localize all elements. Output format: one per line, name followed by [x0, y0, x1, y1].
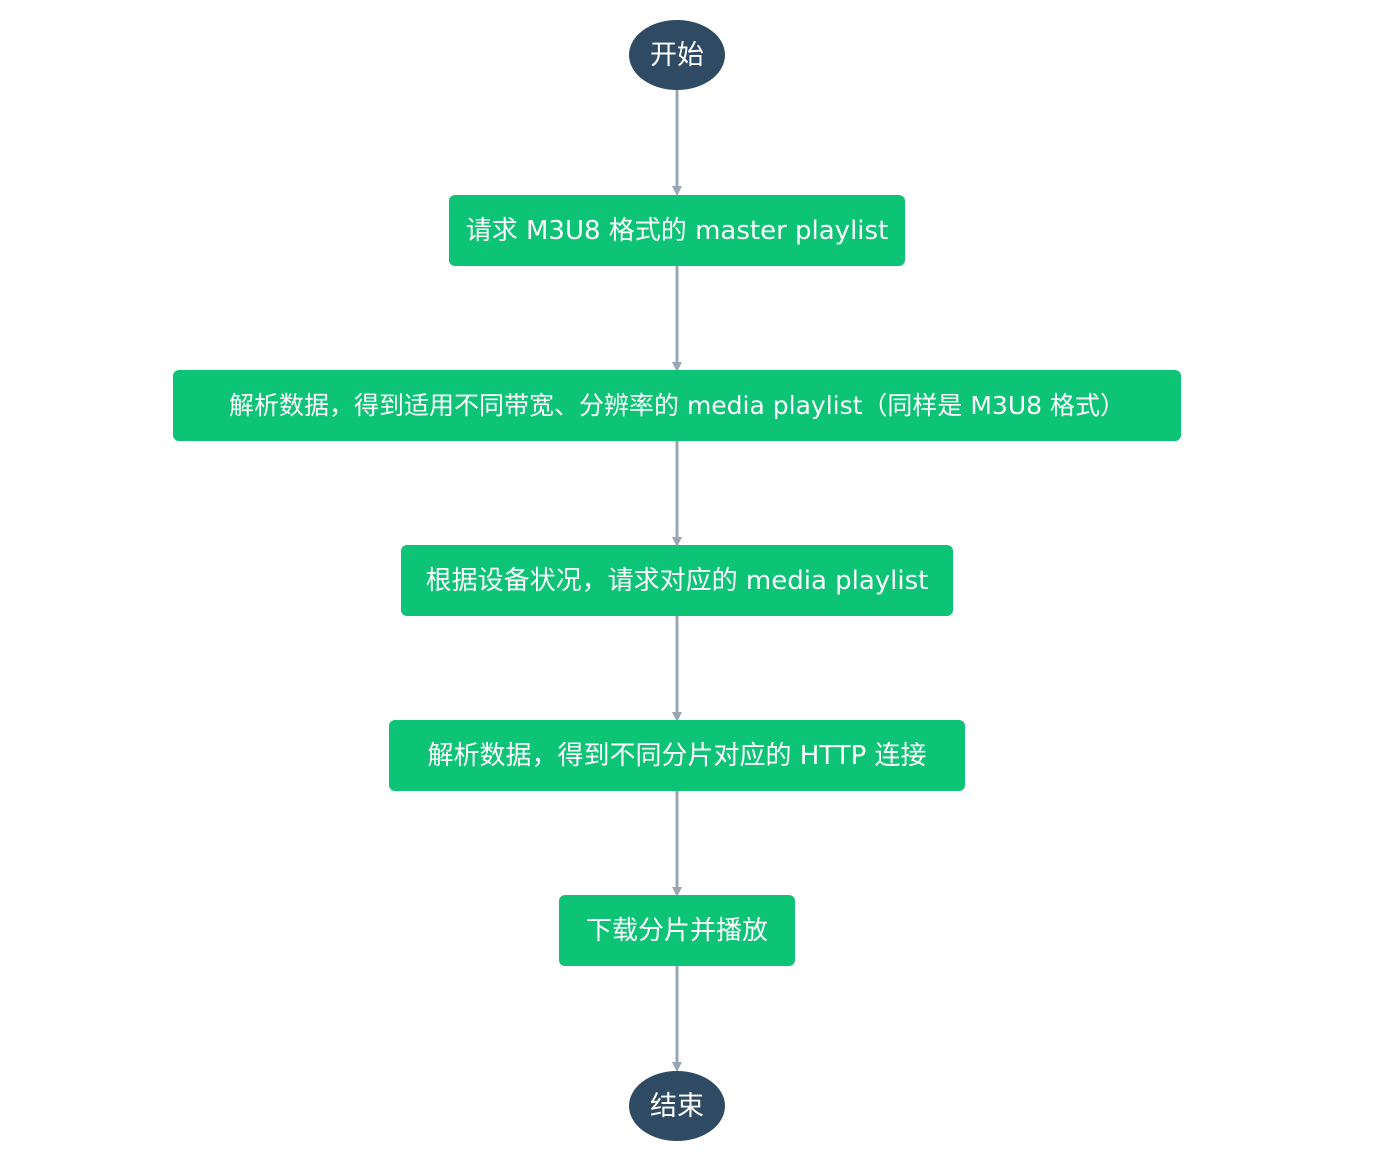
step-parse-media-playlists-label: 解析数据，得到适用不同带宽、分辨率的 media playlist（同样是 M3… — [229, 391, 1125, 420]
step-request-master-playlist-label: 请求 M3U8 格式的 master playlist — [465, 215, 889, 246]
start-node[interactable]: 开始 — [629, 20, 725, 90]
step-parse-media-playlists[interactable]: 解析数据，得到适用不同带宽、分辨率的 media playlist（同样是 M3… — [173, 370, 1181, 441]
end-node-label: 结束 — [650, 1090, 704, 1122]
step-parse-segment-urls-label: 解析数据，得到不同分片对应的 HTTP 连接 — [427, 740, 927, 771]
start-node-label: 开始 — [650, 39, 704, 71]
step-parse-segment-urls[interactable]: 解析数据，得到不同分片对应的 HTTP 连接 — [389, 720, 965, 791]
step-download-and-play-label: 下载分片并播放 — [585, 915, 768, 946]
step-download-and-play[interactable]: 下载分片并播放 — [559, 895, 795, 966]
step-request-media-playlist[interactable]: 根据设备状况，请求对应的 media playlist — [401, 545, 953, 616]
end-node[interactable]: 结束 — [629, 1071, 725, 1141]
step-request-media-playlist-label: 根据设备状况，请求对应的 media playlist — [425, 565, 929, 596]
step-request-master-playlist[interactable]: 请求 M3U8 格式的 master playlist — [449, 195, 905, 266]
